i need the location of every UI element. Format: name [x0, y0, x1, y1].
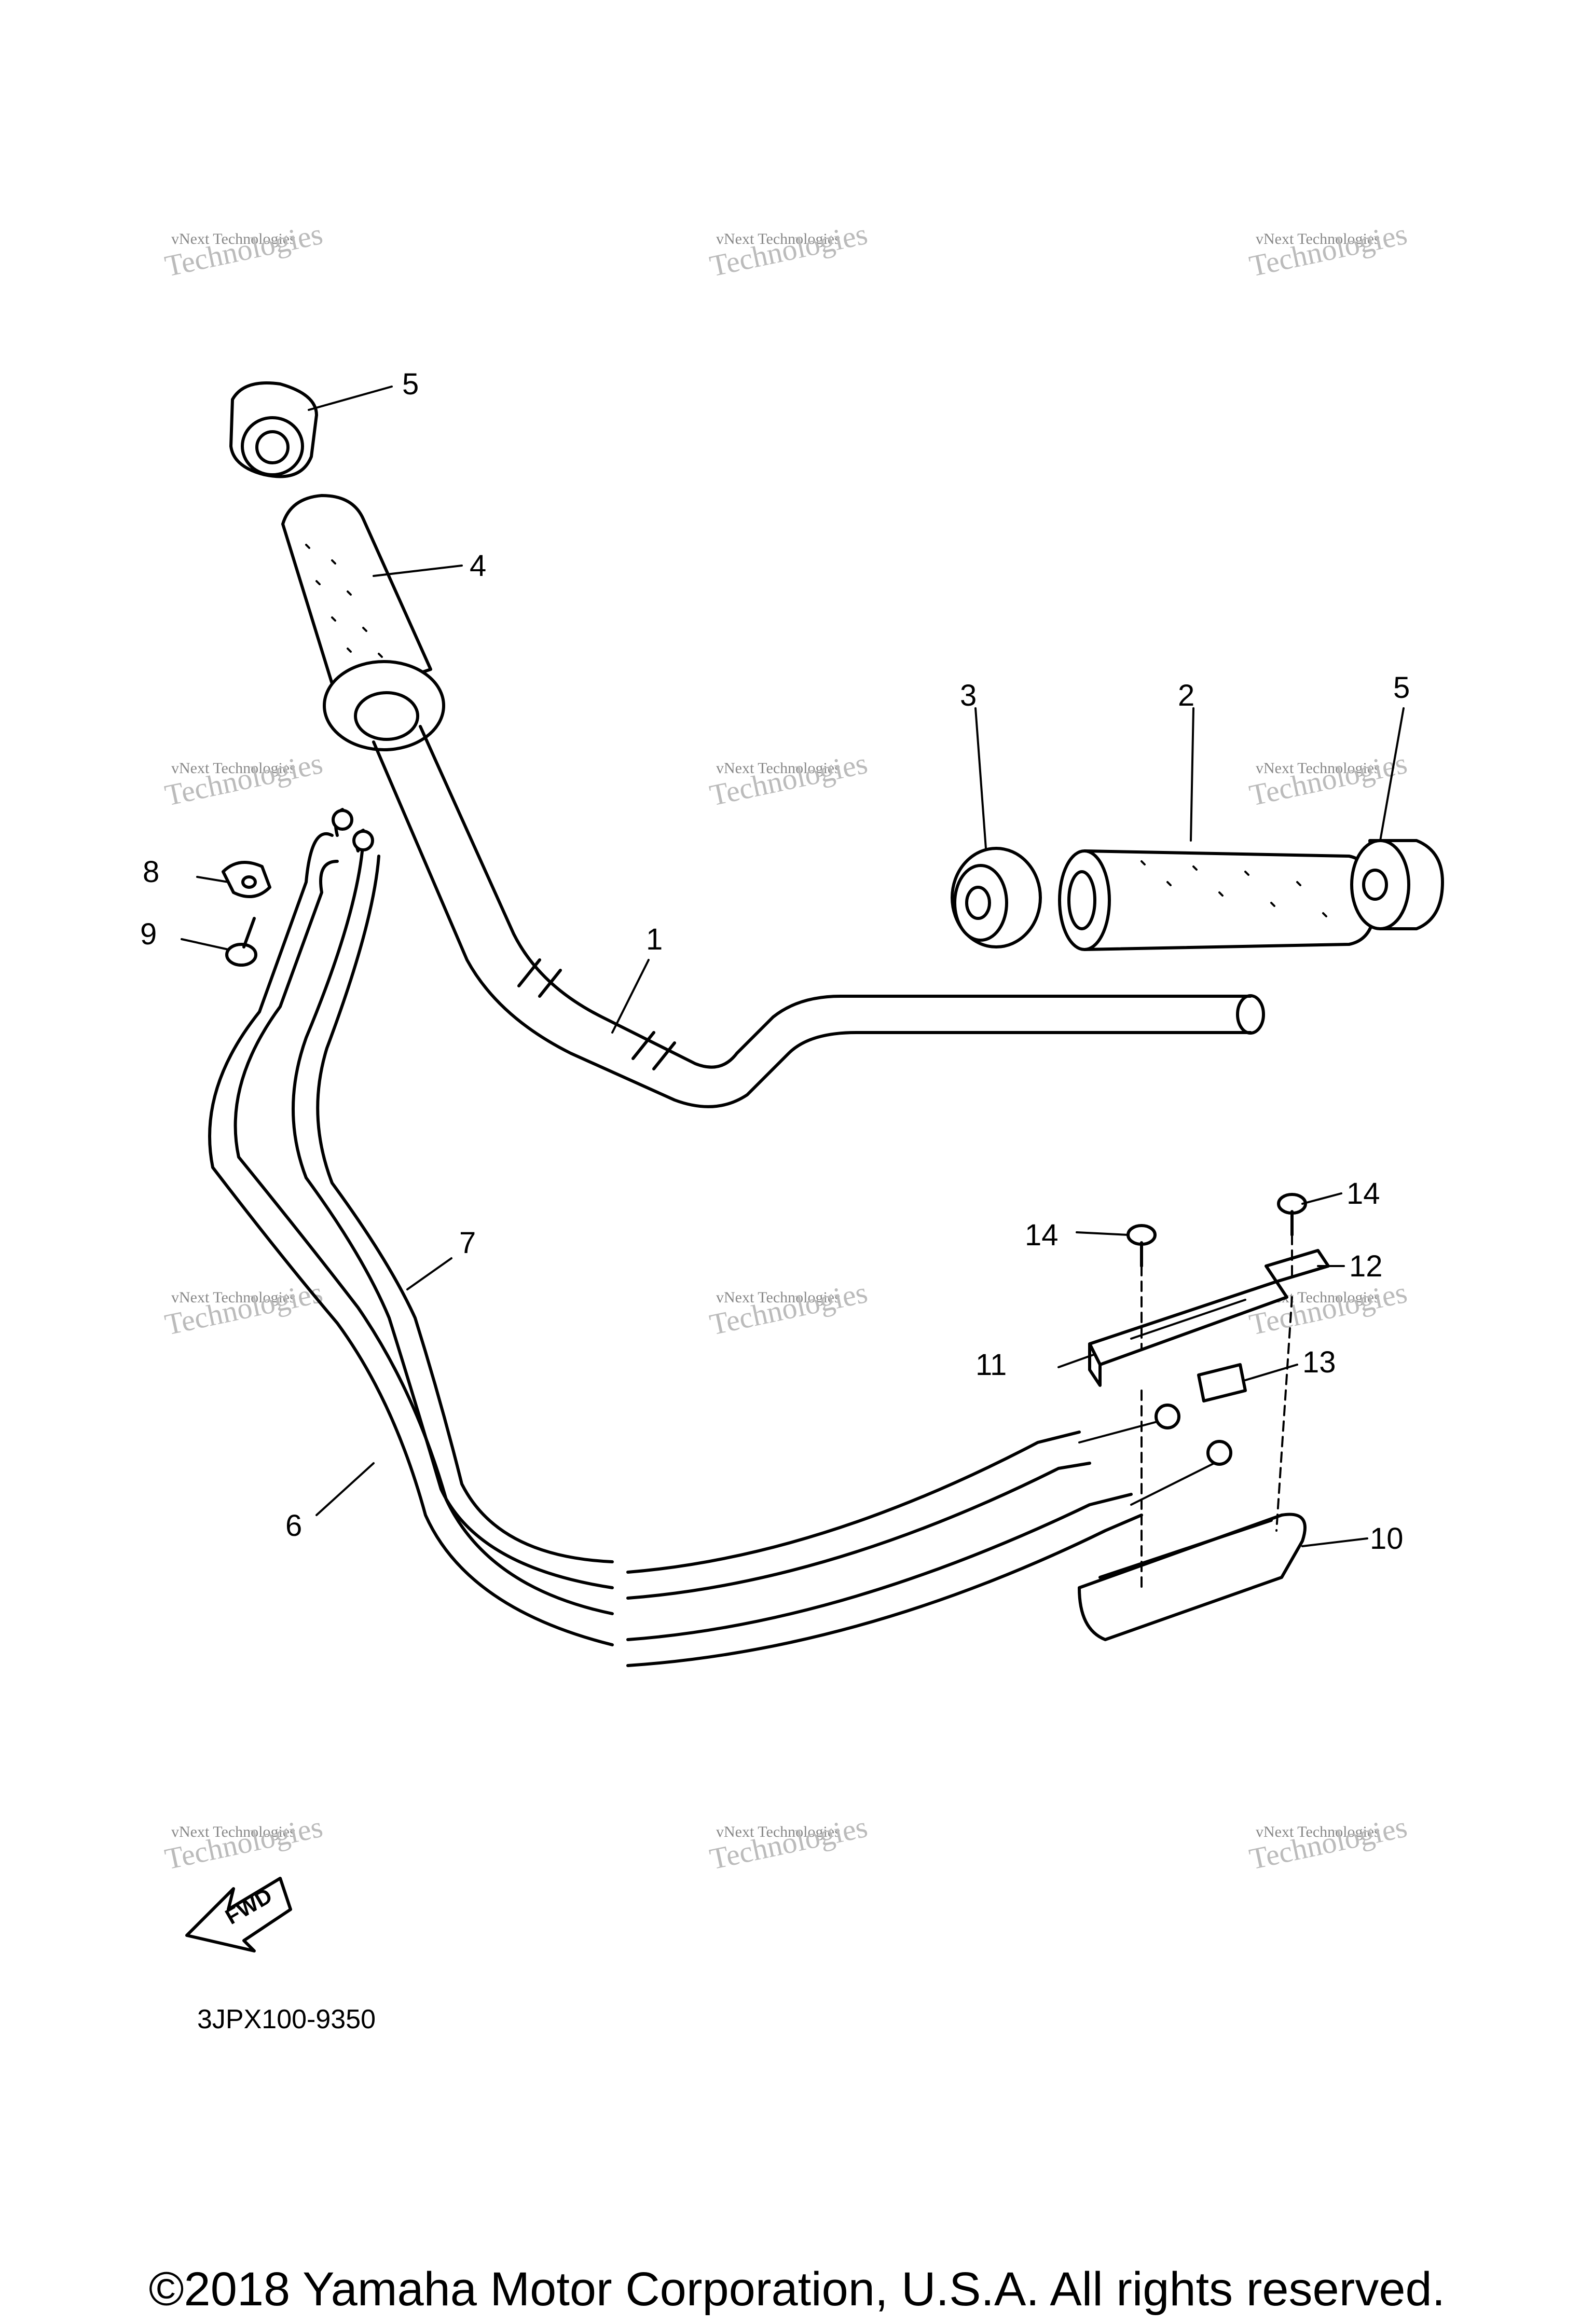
watermark-large: Technologies [162, 217, 325, 283]
watermark-small: vNext Technologies [171, 760, 296, 777]
watermark-large: Technologies [1246, 217, 1410, 283]
watermark-large: Technologies [707, 1275, 870, 1342]
watermark-large: Technologies [162, 1275, 325, 1342]
throttle-grip [281, 494, 445, 751]
watermark-large: Technologies [707, 746, 870, 813]
callout-9: 9 [140, 917, 157, 951]
watermark-small: vNext Technologies [171, 1823, 296, 1840]
screw-left [1126, 1224, 1157, 1268]
watermark-large: Technologies [162, 746, 325, 813]
watermark-small: vNext Technologies [716, 760, 841, 777]
callout-2: 2 [1178, 679, 1194, 712]
watermark-small: vNext Technologies [1256, 760, 1380, 777]
watermark-small: vNext Technologies [1256, 1823, 1380, 1840]
watermark-small: vNext Technologies [1256, 230, 1380, 247]
watermark-small: vNext Technologies [716, 1289, 841, 1306]
callout-7: 7 [459, 1226, 476, 1260]
watermark-small: vNext Technologies [171, 230, 296, 247]
bar-end-weight-left [229, 381, 318, 478]
callout-11: 11 [975, 1348, 1007, 1382]
callout-5-right: 5 [1393, 671, 1410, 705]
callout-1: 1 [646, 923, 663, 956]
leader-lines [181, 386, 1405, 1547]
screw-right [1277, 1193, 1307, 1236]
switch-housing-lower [1078, 1512, 1307, 1641]
watermark-large: Technologies [707, 217, 870, 283]
callout-12: 12 [1349, 1249, 1383, 1283]
callout-4: 4 [470, 549, 486, 583]
handlebar-grip [1058, 849, 1377, 951]
watermark-large: Technologies [707, 1810, 870, 1876]
callout-10: 10 [1370, 1522, 1404, 1556]
callout-13: 13 [1302, 1345, 1336, 1379]
throttle-cables [208, 808, 1232, 1667]
callout-5: 5 [402, 367, 419, 401]
copyright-notice: ©2018 Yamaha Motor Corporation, U.S.A. A… [148, 2263, 1446, 2316]
watermark-large: Technologies [1246, 1810, 1410, 1876]
switch-knob [1197, 1363, 1247, 1402]
callout-8: 8 [143, 855, 159, 889]
alignment-lines [1140, 1234, 1293, 1589]
watermarks: vNext Technologies Technologies vNext Te… [162, 217, 1410, 1876]
watermark-small: vNext Technologies [171, 1289, 296, 1306]
part-code: 3JPX100-9350 [197, 2004, 376, 2034]
callout-6: 6 [285, 1509, 302, 1543]
watermark-large: Technologies [162, 1810, 325, 1876]
bar-end-weight-right [1350, 839, 1444, 930]
watermark-small: vNext Technologies [716, 1823, 841, 1840]
cable-clamp [222, 861, 271, 898]
callout-14-left: 14 [1025, 1218, 1059, 1252]
handlebar [372, 725, 1265, 1108]
callout-14-right: 14 [1346, 1177, 1380, 1211]
clamp-screw [225, 917, 257, 967]
forward-arrow-icon: FWD [185, 1877, 292, 1952]
watermark-small: vNext Technologies [716, 230, 841, 247]
callout-3: 3 [960, 679, 977, 712]
watermark-large: Technologies [1246, 746, 1410, 813]
callout-labels: 5 4 1 2 3 5 6 7 8 9 10 11 12 13 14 14 [140, 367, 1410, 1556]
grip-collar [951, 847, 1042, 948]
